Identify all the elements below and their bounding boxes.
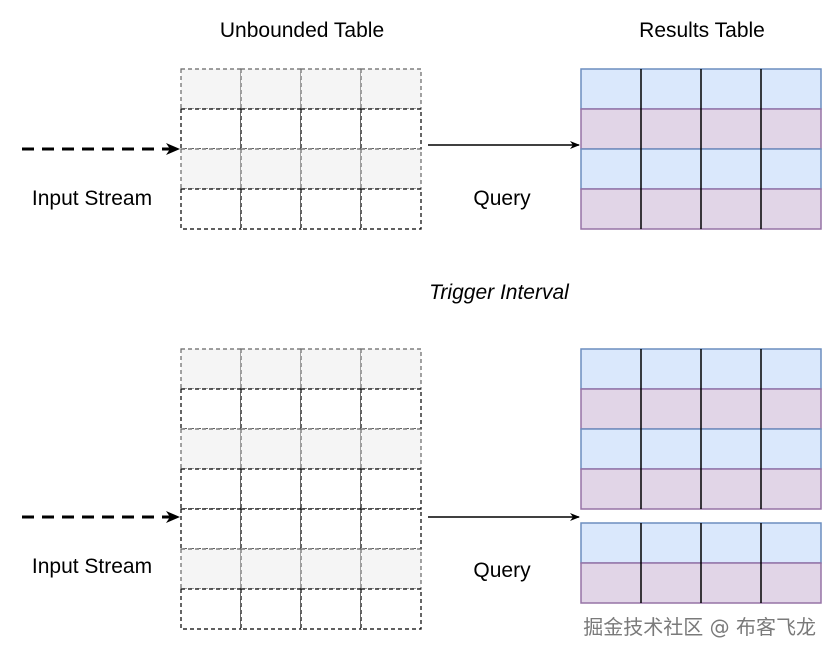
unbounded-cell — [180, 388, 242, 430]
unbounded-cell — [360, 588, 422, 630]
unbounded-cell — [240, 348, 302, 390]
bottom-results-table-group-2 — [580, 522, 822, 604]
unbounded-table-title: Unbounded Table — [220, 19, 384, 42]
unbounded-cell — [240, 548, 302, 590]
unbounded-cell — [180, 468, 242, 510]
unbounded-cell — [360, 348, 422, 390]
top-query-label: Query — [473, 187, 531, 210]
unbounded-cell — [180, 428, 242, 470]
trigger-interval-label: Trigger Interval — [429, 281, 570, 304]
bottom-query-label: Query — [473, 559, 531, 582]
unbounded-cell — [300, 548, 362, 590]
unbounded-cell — [180, 548, 242, 590]
unbounded-cell — [360, 468, 422, 510]
unbounded-cell — [180, 148, 242, 190]
watermark-text: 掘金技术社区 @ 布客飞龙 — [583, 615, 816, 639]
bottom-unbounded-table — [180, 348, 422, 630]
unbounded-cell — [240, 188, 302, 230]
unbounded-cell — [240, 508, 302, 550]
top-input-stream-label: Input Stream — [32, 187, 152, 210]
unbounded-cell — [180, 588, 242, 630]
unbounded-cell — [300, 388, 362, 430]
unbounded-cell — [240, 588, 302, 630]
unbounded-cell — [180, 508, 242, 550]
unbounded-cell — [180, 68, 242, 110]
unbounded-cell — [300, 188, 362, 230]
unbounded-cell — [300, 468, 362, 510]
unbounded-cell — [240, 68, 302, 110]
unbounded-cell — [300, 508, 362, 550]
unbounded-cell — [240, 108, 302, 150]
unbounded-cell — [300, 588, 362, 630]
unbounded-cell — [360, 148, 422, 190]
unbounded-cell — [240, 388, 302, 430]
unbounded-cell — [360, 548, 422, 590]
unbounded-cell — [300, 108, 362, 150]
unbounded-cell — [180, 188, 242, 230]
unbounded-cell — [300, 348, 362, 390]
unbounded-cell — [360, 68, 422, 110]
unbounded-cell — [360, 388, 422, 430]
unbounded-cell — [360, 108, 422, 150]
unbounded-cell — [360, 188, 422, 230]
unbounded-cell — [240, 148, 302, 190]
unbounded-cell — [300, 428, 362, 470]
results-table-title: Results Table — [639, 19, 765, 42]
unbounded-cell — [240, 468, 302, 510]
unbounded-cell — [180, 108, 242, 150]
bottom-results-table-group-1 — [580, 348, 822, 510]
unbounded-cell — [360, 428, 422, 470]
top-results-table — [580, 68, 822, 230]
unbounded-cell — [180, 348, 242, 390]
unbounded-cell — [240, 428, 302, 470]
bottom-input-stream-label: Input Stream — [32, 555, 152, 578]
unbounded-cell — [300, 68, 362, 110]
top-unbounded-table — [180, 68, 422, 230]
unbounded-cell — [360, 508, 422, 550]
unbounded-cell — [300, 148, 362, 190]
